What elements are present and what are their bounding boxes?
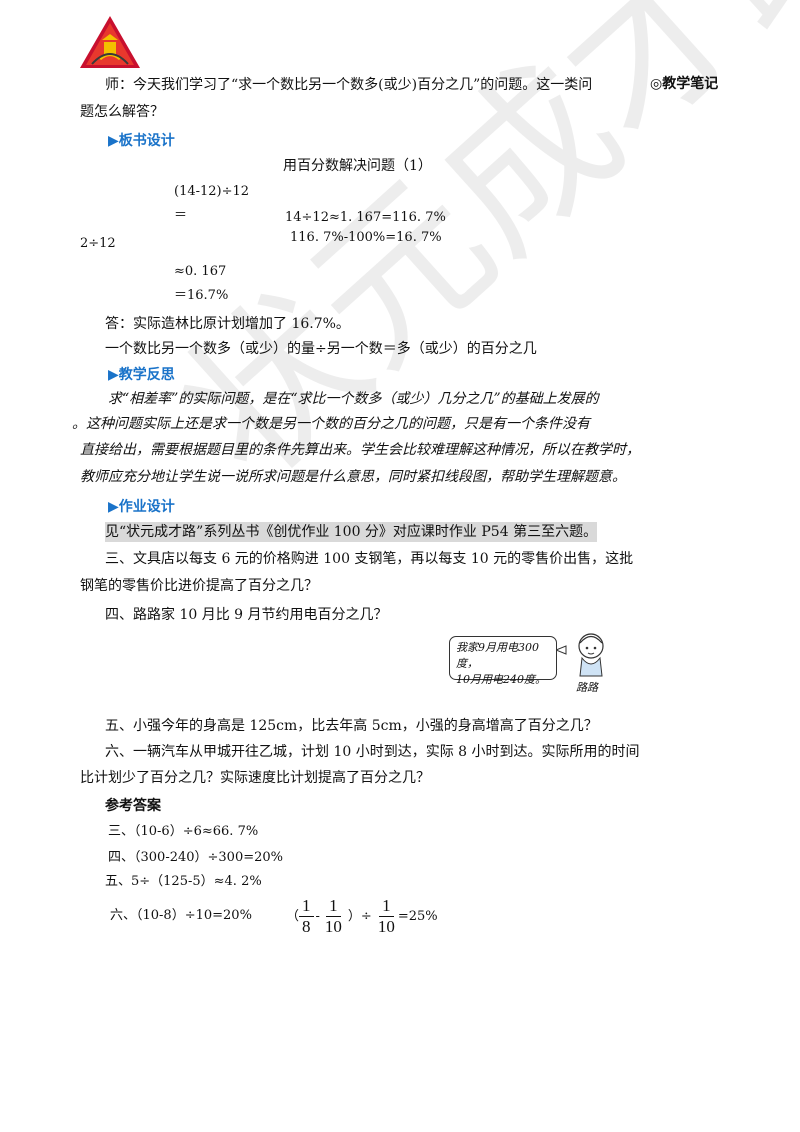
answer-5: 五、5÷（125-5）≈4. 2% [105,874,262,889]
board-calc-3: 2÷12 [80,236,116,251]
fraction-one-tenth-b: 1 10 [377,896,395,936]
board-formula: 一个数比另一个数多（或少）的量÷另一个数＝多（或少）的百分之几 [105,341,537,357]
board-calc-5: ＝16.7% [174,288,229,303]
question-5: 五、小强今年的身高是 125cm，比去年高 5cm，小强的身高增高了百分之几？ [105,718,598,734]
answer-6b-open-paren: （ [286,908,300,924]
speech-bubble-line-2: 10月用电240度。 [456,673,546,686]
reflection-heading: ▶教学反思 [108,367,175,383]
board-answer: 答：实际造林比原计划增加了 16.7%。 [105,316,350,332]
board-calc-4: ≈0. 167 [174,264,227,279]
question-4: 四、路路家 10 月比 9 月节约用电百分之几？ [105,607,388,623]
question-6-line-2: 比计划少了百分之几？实际速度比计划提高了百分之几？ [80,770,430,786]
speech-bubble: 我家9月用电300度， 10月用电240度。 [449,636,557,686]
board-calc-right-1: 14÷12≈1. 167=116. 7% [285,210,446,225]
answer-6a: 六、（10-8）÷10=20% [110,908,252,923]
question-3-line-2: 钢笔的零售价比进价提高了百分之几？ [80,578,318,594]
answer-6b-close-divide: ）÷ [347,908,372,924]
publisher-logo [78,14,142,70]
intro-line-2: 题怎么解答？ [80,104,164,120]
answer-6b-minus: - [315,908,320,924]
reflection-line-1: 求“相差率”的实际问题，是在“求比一个数多（或少）几分之几”的基础上发展的 [108,391,599,407]
answer-6b: （ 1 8 - 1 10 ）÷ 1 10 =25% [286,896,438,937]
question-6-line-1: 六、一辆汽车从甲城开往乙城，计划 10 小时到达，实际 8 小时到达。实际所用的… [105,744,640,760]
board-calc-right-2: 116. 7%-100%=16. 7% [290,230,442,245]
reflection-line-3: 直接给出，需要根据题目里的条件先算出来。学生会比较难理解这种情况，所以在教学时， [80,442,640,458]
answer-4: 四、（300-240）÷300=20% [108,850,284,865]
fraction-one-tenth-a: 1 10 [324,896,342,936]
character-name: 路路 [576,681,598,694]
board-calc-1: (14-12)÷12 [174,184,250,199]
homework-reference: 见“状元成才路”系列丛书《创优作业 100 分》对应课时作业 P54 第三至六题… [105,522,598,542]
fraction-one-eighth: 1 8 [299,896,314,937]
reflection-line-4: 教师应充分地让学生说一说所求问题是什么意思，同时紧扣线段图，帮助学生理解题意。 [80,469,626,485]
board-title: 用百分数解决问题（1） [283,158,432,174]
board-design-heading: ▶板书设计 [108,133,175,149]
answer-6b-result: =25% [397,908,438,924]
answers-heading: 参考答案 [105,798,161,814]
board-calc-2: ＝ [174,208,188,223]
teaching-notes-label: ◎教学笔记 [650,76,719,92]
girl-character-illustration [554,630,616,680]
homework-heading: ▶作业设计 [108,499,175,515]
question-3-line-1: 三、文具店以每支 6 元的价格购进 100 支钢笔，再以每支 10 元的零售价出… [105,551,634,567]
answer-3: 三、（10-6）÷6≈66. 7% [108,824,259,839]
reflection-line-2: 。这种问题实际上还是求一个数是另一个数的百分之几的问题，只是有一个条件没有 [72,416,590,432]
speech-bubble-line-1: 我家9月用电300度， [456,641,539,670]
intro-line-1: 师：今天我们学习了“求一个数比另一个数多(或少)百分之几”的问题。这一类问 [105,77,593,93]
